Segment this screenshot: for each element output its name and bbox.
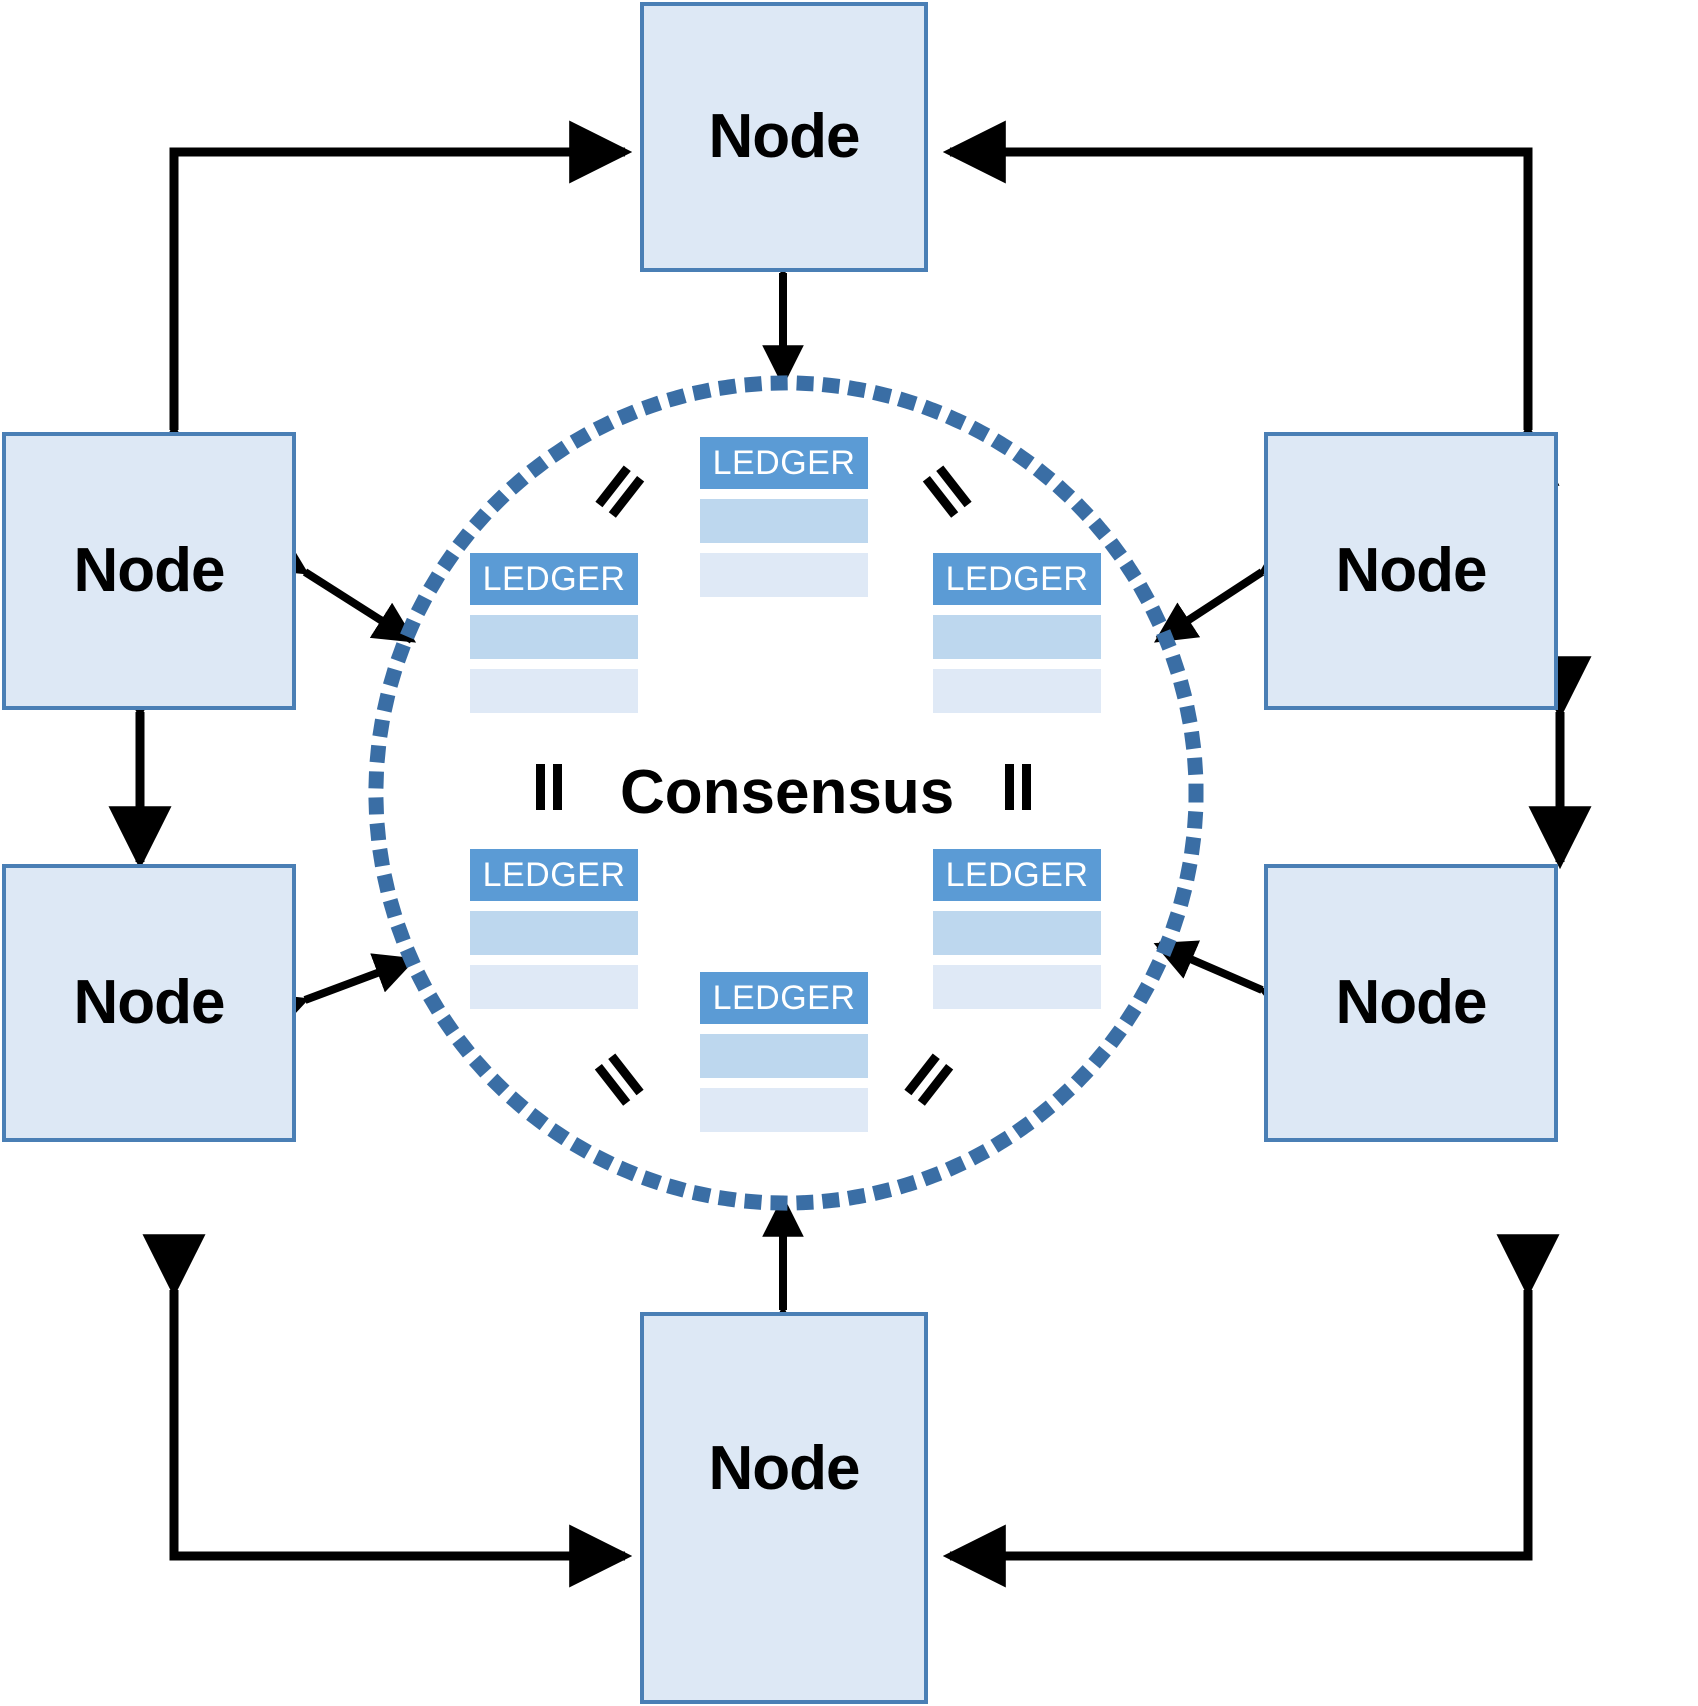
node-left-lower-label: Node xyxy=(73,968,226,1037)
ledger-upper-left-header: LEDGER xyxy=(470,553,638,605)
ledger-top-header: LEDGER xyxy=(700,437,868,489)
ledger-lower-right[interactable]: LEDGER xyxy=(933,849,1101,1009)
ledger-bottom-row-2 xyxy=(700,1088,868,1132)
ledger-top[interactable]: LEDGER xyxy=(700,437,868,597)
node-left-lower[interactable]: Node xyxy=(2,864,296,1142)
ledger-top-row-2 xyxy=(700,553,868,597)
ledger-lower-right-row-1 xyxy=(933,911,1101,955)
equals-sign-bottom-left-icon xyxy=(588,1047,653,1112)
ledger-bottom-row-1 xyxy=(700,1034,868,1078)
equals-sign-mid-right-icon xyxy=(996,764,1042,810)
node-left-upper-label: Node xyxy=(73,536,226,605)
ledger-upper-right[interactable]: LEDGER xyxy=(933,553,1101,713)
equals-sign-top-left-icon xyxy=(587,459,652,524)
connector-right-lower-to-bottom xyxy=(942,1234,1560,1588)
ledger-lower-left[interactable]: LEDGER xyxy=(470,849,638,1009)
ledger-upper-right-row-2 xyxy=(933,669,1101,713)
node-bottom-label: Node xyxy=(708,1434,861,1503)
ledger-lower-left-header: LEDGER xyxy=(470,849,638,901)
connector-left-upper-to-top xyxy=(142,120,633,486)
equals-sign-mid-left-icon xyxy=(527,764,573,810)
ledger-upper-left-row-1 xyxy=(470,615,638,659)
connector-left-lower-to-consensus xyxy=(263,953,417,1033)
connector-left-lower-to-bottom xyxy=(142,1234,633,1588)
equals-sign-top-right-icon xyxy=(916,459,981,524)
node-right-lower-label: Node xyxy=(1335,968,1488,1037)
ledger-lower-left-row-1 xyxy=(470,911,638,955)
node-right-upper-label: Node xyxy=(1335,536,1488,605)
equals-sign-bottom-right-icon xyxy=(896,1047,961,1112)
connector-right-upper-to-top xyxy=(942,120,1560,486)
ledger-upper-left[interactable]: LEDGER xyxy=(470,553,638,713)
node-right-upper[interactable]: Node xyxy=(1264,432,1558,710)
ledger-bottom-header: LEDGER xyxy=(700,972,868,1024)
consensus-label: Consensus xyxy=(620,758,955,827)
ledger-top-row-1 xyxy=(700,499,868,543)
node-top[interactable]: Node xyxy=(640,2,928,272)
ledger-lower-right-row-2 xyxy=(933,965,1101,1009)
ledger-upper-left-row-2 xyxy=(470,669,638,713)
node-bottom[interactable]: Node xyxy=(640,1312,928,1704)
node-top-label: Node xyxy=(708,102,861,171)
ledger-bottom[interactable]: LEDGER xyxy=(700,972,868,1132)
node-left-upper[interactable]: Node xyxy=(2,432,296,710)
ledger-lower-right-header: LEDGER xyxy=(933,849,1101,901)
node-right-lower[interactable]: Node xyxy=(1264,864,1558,1142)
connector-right-upper-to-consensus xyxy=(1153,534,1305,644)
connector-right-lower-to-consensus xyxy=(1153,940,1305,1024)
ledger-upper-right-header: LEDGER xyxy=(933,553,1101,605)
ledger-lower-left-row-2 xyxy=(470,965,638,1009)
connector-left-upper-to-consensus xyxy=(262,534,417,644)
ledger-upper-right-row-1 xyxy=(933,615,1101,659)
